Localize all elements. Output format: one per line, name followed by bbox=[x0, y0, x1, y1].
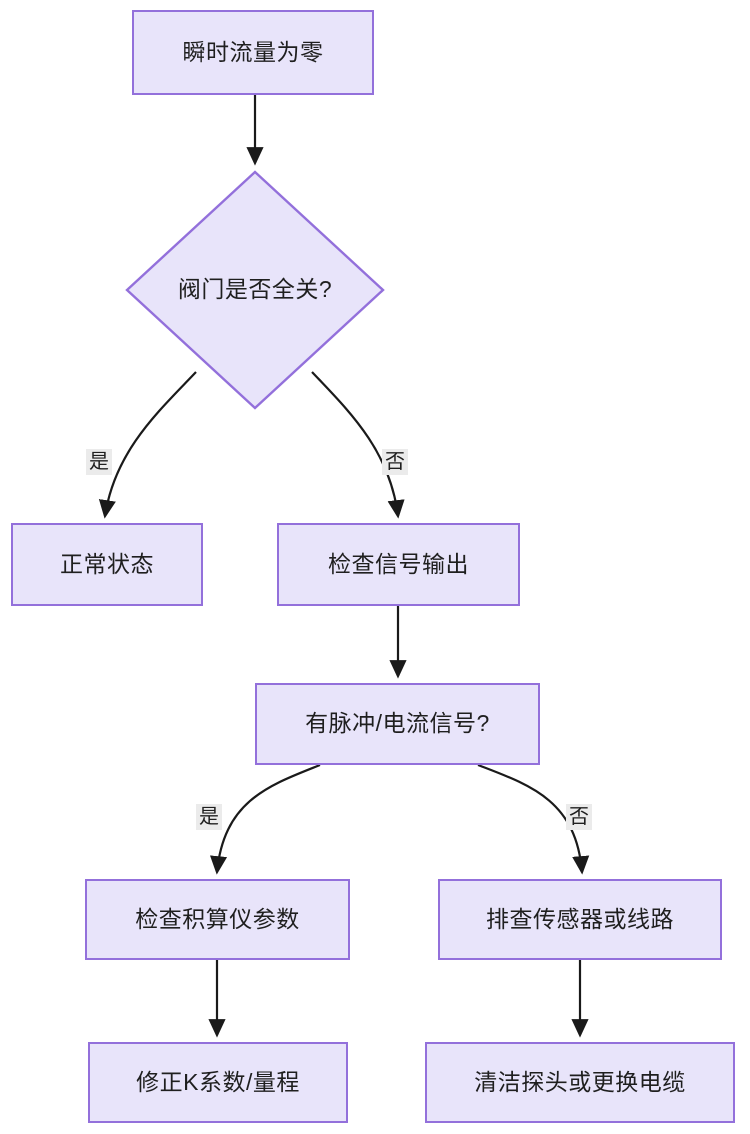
node-check-totalizer-parameters[interactable]: 检查积算仪参数 bbox=[85, 879, 350, 960]
edge-n5-n6-yes bbox=[210, 763, 321, 875]
edge-label-text: 否 bbox=[569, 806, 589, 828]
node-label: 有脉冲/电流信号? bbox=[305, 710, 490, 737]
node-check-signal-output[interactable]: 检查信号输出 bbox=[277, 523, 520, 606]
edge-label-no-valve: 否 bbox=[382, 449, 408, 475]
node-inspect-sensor-or-wiring[interactable]: 排查传感器或线路 bbox=[438, 879, 722, 960]
node-label: 排查传感器或线路 bbox=[486, 905, 674, 932]
node-normal-status[interactable]: 正常状态 bbox=[11, 523, 203, 606]
edge-label-text: 否 bbox=[385, 451, 405, 473]
edge-label-yes-signal: 是 bbox=[196, 804, 222, 830]
node-clean-probe-or-replace-cable[interactable]: 清洁探头或更换电缆 bbox=[425, 1042, 735, 1123]
node-label: 检查积算仪参数 bbox=[135, 905, 300, 932]
node-valve-fully-closed-decision[interactable]: 阀门是否全关? bbox=[125, 170, 385, 410]
node-label: 阀门是否全关? bbox=[177, 276, 333, 303]
node-pulse-or-current-signal-decision[interactable]: 有脉冲/电流信号? bbox=[255, 683, 540, 765]
node-instant-flow-zero[interactable]: 瞬时流量为零 bbox=[132, 10, 374, 95]
node-label: 修正K系数/量程 bbox=[136, 1068, 300, 1095]
node-label: 清洁探头或更换电缆 bbox=[474, 1068, 686, 1095]
edge-label-yes-valve: 是 bbox=[86, 449, 112, 475]
node-label: 检查信号输出 bbox=[328, 550, 469, 577]
edge-label-text: 是 bbox=[199, 806, 219, 828]
diamond-shape-icon bbox=[125, 170, 385, 410]
node-label: 正常状态 bbox=[60, 550, 154, 577]
node-correct-k-factor-or-range[interactable]: 修正K系数/量程 bbox=[88, 1042, 348, 1123]
edge-label-no-signal: 否 bbox=[566, 804, 592, 830]
edge-label-text: 是 bbox=[89, 451, 109, 473]
node-label: 瞬时流量为零 bbox=[182, 38, 324, 65]
